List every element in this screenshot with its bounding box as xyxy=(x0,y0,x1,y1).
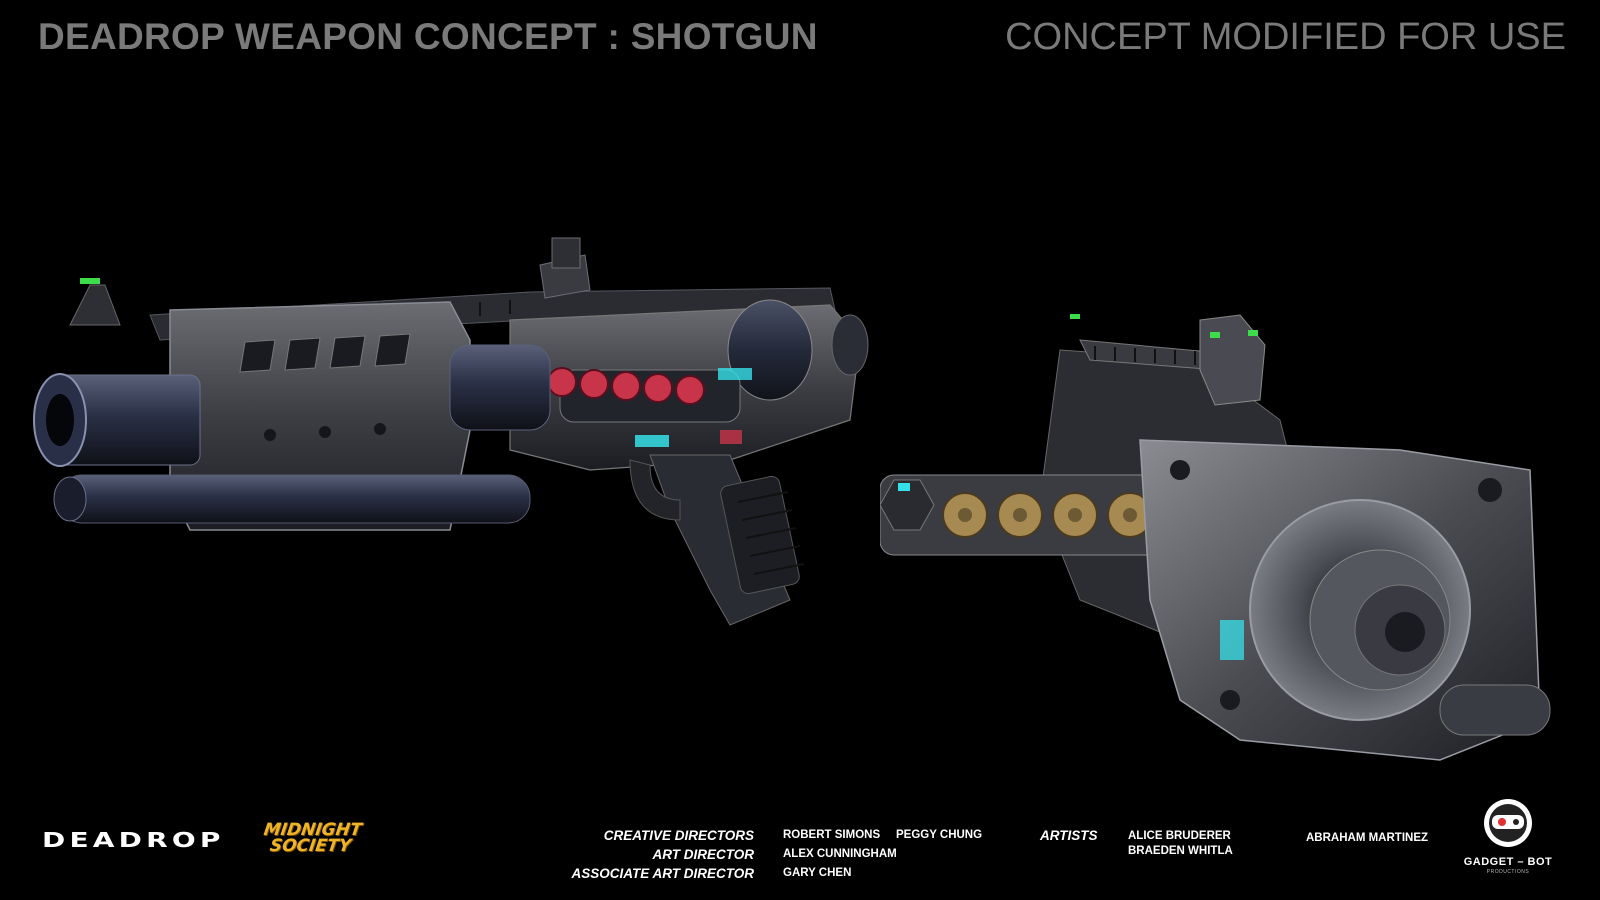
robot-head-icon xyxy=(1484,799,1532,847)
deadrop-logo: DEADROP xyxy=(42,828,225,852)
shotgun-front-render xyxy=(880,314,1551,761)
credit-role: ART DIRECTOR xyxy=(652,847,754,862)
page-subtitle: CONCEPT MODIFIED FOR USE xyxy=(1005,16,1566,58)
shotgun-side-render xyxy=(33,237,869,626)
creative-director-name: ROBERT SIMONS xyxy=(783,829,881,841)
associate-art-director-name: GARY CHEN xyxy=(783,867,852,879)
credit-names: ROBERT SIMONS ALEX CUNNINGHAM GARY CHEN xyxy=(783,826,897,883)
artist-name: ALICE BRUDERER xyxy=(1128,830,1231,842)
credit-roles: CREATIVE DIRECTORS ART DIRECTOR ASSOCIAT… xyxy=(540,826,754,883)
artist-names: ALICE BRUDERER BRAEDEN WHITLA xyxy=(1128,829,1233,859)
midnight-society-logo: MIDNIGHT SOCIETY xyxy=(262,820,363,856)
creative-director-name: PEGGY CHUNG xyxy=(896,829,983,841)
credit-role: ASSOCIATE ART DIRECTOR xyxy=(571,866,754,881)
art-director-name: ALEX CUNNINGHAM xyxy=(783,848,897,860)
gadget-bot-subtitle: PRODUCTIONS xyxy=(1486,869,1530,875)
artist-name: BRAEDEN WHITLA xyxy=(1128,845,1233,857)
gadget-bot-logo: GADGET – BOT PRODUCTIONS xyxy=(1458,797,1558,892)
artist-name: ABRAHAM MARTINEZ xyxy=(1306,832,1429,844)
credit-role: CREATIVE DIRECTORS xyxy=(603,828,754,843)
gadget-bot-wordmark: GADGET – BOT xyxy=(1463,856,1553,868)
page-title: DEADROP WEAPON CONCEPT : SHOTGUN xyxy=(38,16,818,57)
artists-label: ARTISTS xyxy=(1040,828,1098,843)
